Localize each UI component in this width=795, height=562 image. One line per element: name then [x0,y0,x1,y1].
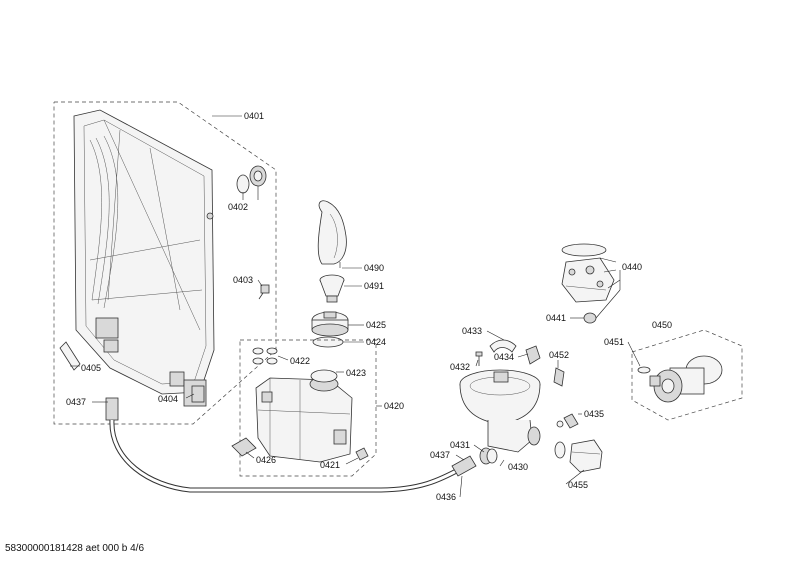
label-0432: 0432 [450,362,470,372]
bracket-0404-drawing [191,385,205,403]
label-0440: 0440 [622,262,642,272]
heater-0440-drawing [561,243,615,303]
ring-0451-drawing [637,366,651,374]
sensor-0426-drawing [231,437,257,457]
label-0437-right: 0437 [430,450,450,460]
pump-group-outline [631,329,743,421]
pump-0450-drawing [649,355,723,403]
label-0420: 0420 [384,401,404,411]
label-0452: 0452 [549,350,569,360]
clip-0421-drawing [355,447,369,461]
leader-lines [70,115,641,498]
label-0426: 0426 [256,455,276,465]
label-0405: 0405 [81,363,101,373]
label-0425: 0425 [366,320,386,330]
ring-0423-drawing [310,369,338,383]
screw-0403-drawing [258,284,270,300]
label-0403: 0403 [233,275,253,285]
label-0422: 0422 [290,356,310,366]
label-0436: 0436 [436,492,456,502]
label-0491: 0491 [364,281,384,291]
label-0451: 0451 [604,337,624,347]
cap-0425-drawing [311,311,349,337]
label-0433: 0433 [462,326,482,336]
sump-0430-drawing [459,369,541,453]
document-footer-code: 58300000181428 aet 000 b 4/6 [5,543,145,554]
ring-0402-drawing [236,165,267,194]
drain-hose-drawing [105,397,477,493]
part-labels: 0401 0402 0403 0405 0404 0437 0490 0491 … [66,111,672,502]
softener-group-outline [239,339,377,477]
label-0431: 0431 [450,440,470,450]
washers-0422-drawing [252,347,278,365]
seal-0424-drawing [312,336,344,348]
funnel-0491-drawing [319,274,345,303]
label-0404: 0404 [158,394,178,404]
label-0441: 0441 [546,313,566,323]
label-0455: 0455 [568,480,588,490]
part-0435-drawing [556,413,579,429]
label-0450: 0450 [652,320,672,330]
part-0441-drawing [583,312,597,324]
label-0490: 0490 [364,263,384,273]
label-0437-left: 0437 [66,397,86,407]
label-0435: 0435 [584,409,604,419]
label-0423: 0423 [346,368,366,378]
label-0434: 0434 [494,352,514,362]
bottle-0490-drawing [317,200,347,265]
label-0424: 0424 [366,337,386,347]
heater-0455-drawing [554,439,603,473]
label-0421: 0421 [320,460,340,470]
connector-0431-drawing [479,447,498,465]
softener-0420-drawing [255,376,353,463]
clip-0405-drawing [59,341,81,371]
part-0452-drawing [553,367,565,387]
label-0401: 0401 [244,111,264,121]
label-0430: 0430 [508,462,528,472]
bracket-0434-drawing [525,345,541,365]
screw-0432-drawing [475,351,483,366]
label-0402: 0402 [228,202,248,212]
cover-0433-drawing [489,339,517,353]
side-panel-drawing [73,109,215,407]
